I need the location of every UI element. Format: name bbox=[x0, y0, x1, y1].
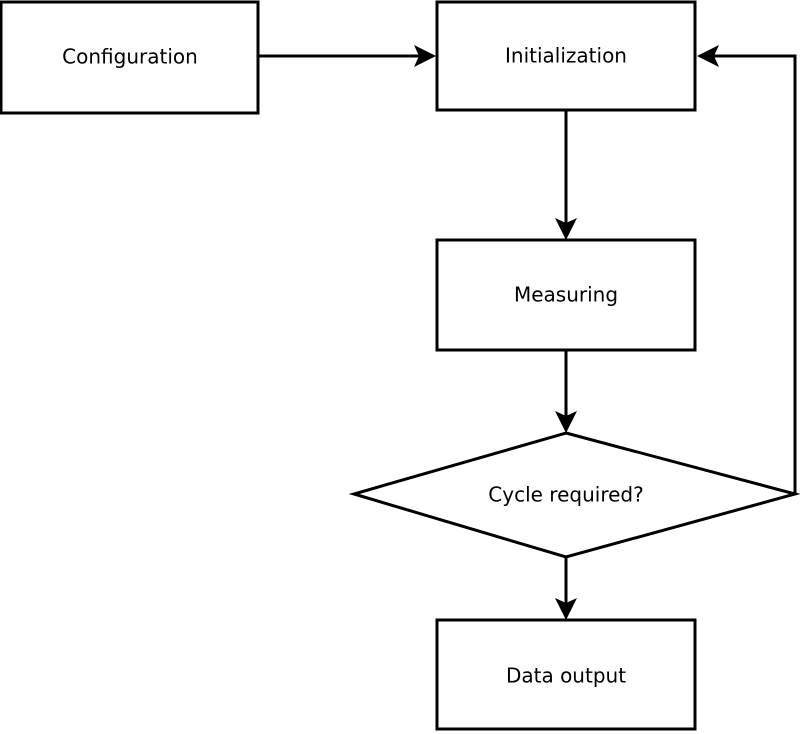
edge-measuring-to-cycle-required bbox=[555, 351, 577, 433]
node-configuration-box[interactable] bbox=[0, 0, 260, 115]
node-data-output-box[interactable] bbox=[435, 618, 697, 731]
node-data-output[interactable]: Data output bbox=[435, 618, 697, 731]
node-cycle-required-label: Cycle required? bbox=[488, 483, 643, 507]
edge-initialization-to-measuring bbox=[555, 111, 577, 240]
node-cycle-required[interactable]: Cycle required? bbox=[348, 431, 800, 559]
node-cycle-required-diamond[interactable] bbox=[348, 431, 800, 559]
arrowhead-configuration-to-initialization bbox=[414, 45, 436, 67]
edge-cycle-required-to-data-output bbox=[555, 557, 577, 620]
node-configuration-label: Configuration bbox=[62, 45, 198, 69]
arrowhead-cycle-required-to-initialization-feedback bbox=[697, 45, 719, 67]
edge-line-cycle-required-to-initialization-feedback bbox=[707, 54, 797, 494]
node-measuring-label: Measuring bbox=[514, 283, 618, 307]
node-measuring-box[interactable] bbox=[435, 238, 697, 352]
node-configuration[interactable]: Configuration bbox=[0, 0, 260, 115]
edge-cycle-required-to-initialization-feedback bbox=[697, 45, 797, 494]
edges-layer bbox=[259, 45, 797, 620]
arrowhead-measuring-to-cycle-required bbox=[555, 411, 577, 433]
node-initialization[interactable]: Initialization bbox=[435, 0, 697, 112]
node-measuring[interactable]: Measuring bbox=[435, 238, 697, 352]
node-data-output-label: Data output bbox=[506, 664, 626, 688]
node-initialization-box[interactable] bbox=[435, 0, 697, 112]
arrowhead-initialization-to-measuring bbox=[555, 218, 577, 240]
arrowhead-cycle-required-to-data-output bbox=[555, 598, 577, 620]
edge-configuration-to-initialization bbox=[259, 45, 436, 67]
node-initialization-label: Initialization bbox=[505, 44, 627, 68]
